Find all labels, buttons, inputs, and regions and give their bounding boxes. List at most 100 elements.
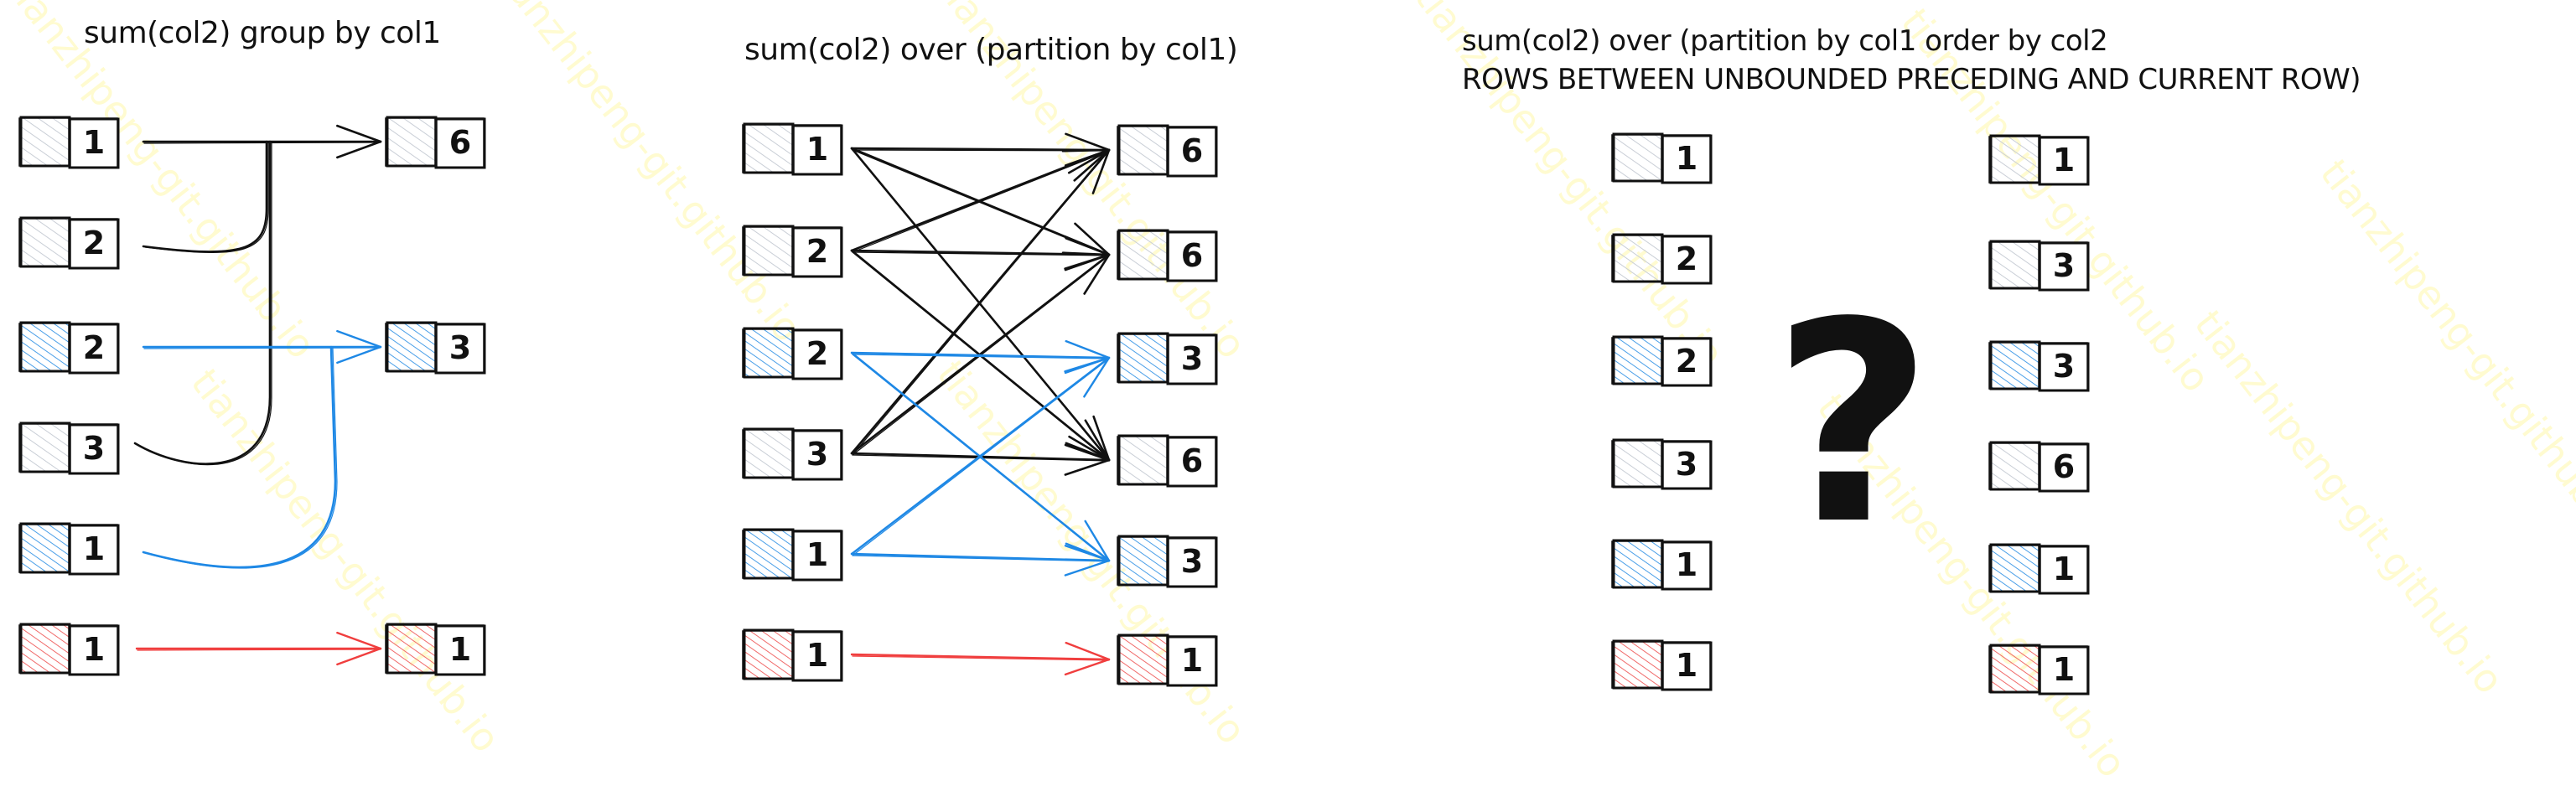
edge-path-sketch [144, 347, 338, 569]
cell-value: 1 [806, 637, 828, 674]
cell-value: 1 [83, 530, 105, 567]
cell-value: 6 [1181, 237, 1203, 274]
arrowhead [336, 329, 382, 349]
input-row-0-2: 2 [18, 321, 120, 375]
value-box [1661, 641, 1713, 691]
input-row-2-2: 2 [1611, 335, 1713, 387]
value-box-outline [70, 117, 118, 168]
value-box-outline [1168, 126, 1216, 177]
output-row-2-2: 3 [1988, 340, 2090, 392]
cell-value: 6 [2053, 448, 2075, 485]
edge-black-4 [850, 237, 1111, 271]
value-box [1661, 440, 1713, 490]
value-box-outline [793, 124, 842, 175]
edge-line-sketch [852, 149, 1110, 462]
edge-line [850, 253, 1111, 455]
gray-group-swatch [1612, 132, 1664, 183]
blue-group-swatch [19, 321, 71, 373]
arrowhead [1067, 148, 1111, 174]
edge-line [850, 351, 1111, 359]
value-box [434, 117, 486, 169]
gray-group-swatch [19, 116, 71, 168]
edges-layer [133, 124, 1111, 676]
value-box-outline [2040, 241, 2088, 291]
value-box-outline [1168, 536, 1216, 587]
value-box [68, 117, 120, 169]
cell-value: 6 [1181, 132, 1203, 169]
blue-group-swatch [1117, 535, 1169, 587]
edge-blue-main [142, 329, 382, 365]
value-box [791, 530, 843, 582]
value-box-outline [793, 429, 842, 480]
cell-value: 1 [2053, 651, 2075, 688]
arrowhead [1083, 356, 1111, 398]
red-group-swatch [19, 623, 71, 675]
output-row-2-1: 3 [1988, 240, 2090, 292]
arrowhead [1065, 542, 1111, 562]
panel-title-partition-by: sum(col2) over (partition by col1) [744, 32, 1238, 69]
cell-value: 1 [83, 124, 105, 161]
cell-value: 1 [806, 536, 828, 573]
arrowhead [1074, 222, 1111, 256]
edge-line-sketch [137, 649, 381, 651]
value-box [68, 423, 120, 475]
input-row-1-0: 1 [742, 122, 843, 176]
value-box-outline [1662, 134, 1711, 184]
edge-black-merge-1 [142, 140, 269, 253]
blue-group-swatch [1612, 335, 1664, 385]
edge-blue-12 [850, 542, 1111, 577]
value-box-outline [1662, 337, 1711, 386]
edge-path [133, 140, 272, 465]
cell-value: 1 [2053, 142, 2075, 178]
gray-group-swatch [743, 427, 795, 479]
value-box-outline [1662, 641, 1711, 690]
output-row-1-2: 3 [1117, 332, 1218, 385]
gray-group-swatch [743, 225, 795, 277]
arrowhead [1083, 253, 1111, 295]
title-line: sum(col2) group by col1 [84, 16, 441, 50]
edge-black-8 [850, 442, 1111, 476]
edge-line [850, 148, 1111, 252]
arrowhead [336, 140, 382, 159]
cell-value: 1 [1676, 140, 1697, 177]
value-box [1661, 540, 1713, 591]
value-box-outline [2040, 136, 2088, 185]
arrowhead [1065, 132, 1111, 152]
arrowhead [1065, 237, 1111, 256]
value-box [1166, 126, 1218, 178]
cell-value: 3 [83, 430, 105, 467]
output-row-2-5: 1 [1988, 644, 2090, 696]
blue-group-swatch [1612, 539, 1664, 589]
title-line: sum(col2) over (partition by col1) [744, 33, 1238, 67]
value-box-outline [2040, 545, 2088, 594]
arrowhead [336, 345, 382, 365]
input-row-2-5: 1 [1611, 639, 1713, 691]
gray-group-swatch [1989, 240, 2041, 290]
value-box [434, 624, 486, 676]
panel-title-running-sum: sum(col2) over (partition by col1 order … [1462, 22, 2361, 99]
value-box-outline [793, 328, 842, 380]
edge-line-sketch [852, 354, 1110, 359]
symbol-layer: ? [1772, 263, 1932, 585]
arrowhead [1064, 458, 1111, 476]
gray-group-swatch [19, 216, 71, 268]
value-box-outline [793, 630, 842, 681]
input-row-1-5: 1 [742, 628, 843, 682]
output-row-0-2: 1 [385, 623, 486, 676]
red-group-swatch [743, 628, 795, 680]
value-box-outline [70, 323, 118, 374]
input-row-2-1: 2 [1611, 233, 1713, 285]
gray-group-swatch [1117, 434, 1169, 486]
value-box [2038, 442, 2090, 493]
question-mark-icon: ? [1772, 263, 1932, 585]
edge-black-main [142, 124, 382, 159]
red-group-swatch [1612, 639, 1664, 690]
red-group-swatch [1117, 633, 1169, 685]
arrowhead [1068, 435, 1111, 462]
cell-value: 3 [449, 329, 471, 366]
input-row-1-1: 2 [742, 225, 843, 278]
edge-blue-merge [142, 345, 338, 569]
cell-value: 1 [1181, 642, 1203, 679]
edge-line-sketch [852, 358, 1110, 556]
